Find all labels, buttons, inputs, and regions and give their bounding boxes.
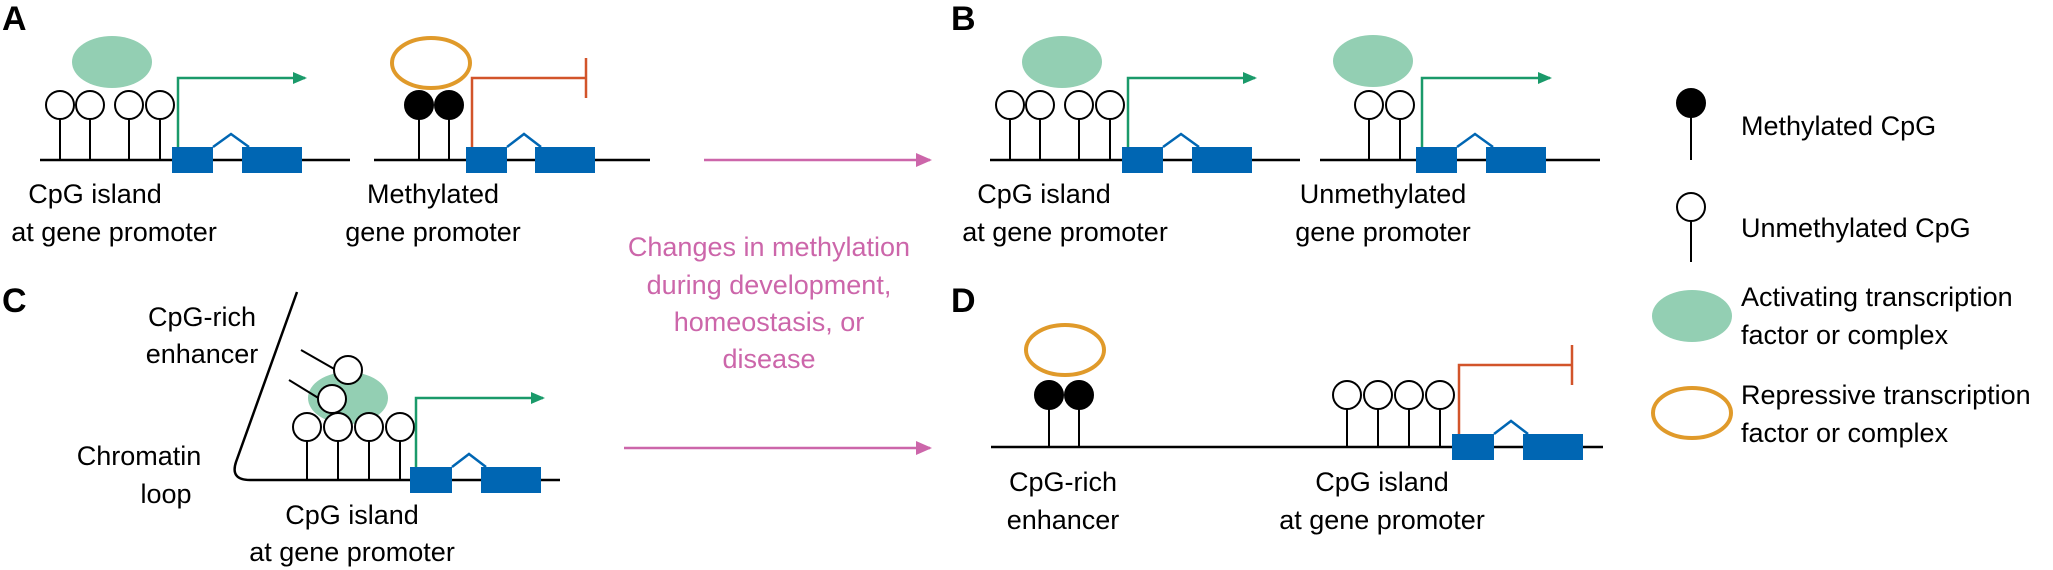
- unmethylated-cpg-cluster: [45, 90, 175, 160]
- chromatin-loop: [233, 291, 560, 482]
- repressor-icon: [1651, 386, 1733, 440]
- legend-item-unmethylated: Unmethylated CpG: [1676, 192, 1971, 262]
- exon-block: [242, 147, 302, 173]
- intron-link: [1493, 419, 1529, 435]
- panel-c-enhancer-label-line2: enhancer: [146, 339, 259, 369]
- active-transcription-arrow: [176, 72, 307, 148]
- exon-block: [1523, 434, 1583, 460]
- panel-b-left-label-line2: at gene promoter: [962, 217, 1168, 247]
- active-transcription-arrow: [414, 392, 545, 468]
- enhancer-unmethylated-cpgs: [288, 349, 363, 414]
- exon-block: [1192, 147, 1252, 173]
- methylated-cpg-icon: [1676, 88, 1706, 118]
- panel-d-promoter-label-line2: at gene promoter: [1279, 505, 1485, 535]
- repressor-ellipse: [390, 36, 472, 90]
- panel-a-right-label-line2: gene promoter: [345, 217, 521, 247]
- methylated-cpg-cluster: [404, 90, 464, 160]
- panel-c-promoter-label-line2: at gene promoter: [249, 537, 455, 567]
- intron-link: [1162, 132, 1200, 149]
- panel-b-right-label-line1: Unmethylated: [1300, 179, 1467, 209]
- panel-letter-d: D: [951, 282, 976, 320]
- activator-ellipse: [1333, 35, 1413, 87]
- panel-c-promoter-label-line1: CpG island: [285, 500, 419, 530]
- legend-unmethylated-label: Unmethylated CpG: [1741, 213, 1971, 243]
- exon-block: [481, 467, 541, 493]
- exon-block: [1416, 147, 1457, 173]
- panel-b-cpg-island-construct: CpG island at gene promoter: [962, 36, 1300, 247]
- intron-link: [506, 132, 542, 148]
- exon-block: [466, 147, 507, 173]
- exon-block: [1122, 147, 1163, 173]
- panel-d-promoter-label-line1: CpG island: [1315, 467, 1449, 497]
- unmethylated-cpg-icon: [1676, 192, 1706, 222]
- activator-icon: [1652, 290, 1732, 342]
- panel-letter-a: A: [2, 0, 27, 38]
- panel-a-left-label-line1: CpG island: [28, 179, 162, 209]
- caption-line2: during development,: [647, 270, 892, 300]
- intron-link: [1456, 132, 1494, 149]
- legend-item-repressive: Repressive transcription factor or compl…: [1651, 380, 2031, 448]
- exon-block: [1486, 147, 1546, 173]
- panel-a-cpg-island-construct: CpG island at gene promoter: [11, 36, 350, 247]
- active-transcription-arrow: [1420, 72, 1552, 148]
- repressor-ellipse: [1024, 323, 1106, 377]
- panel-c: C CpG-rich enhancer Chromatin loop CpG i…: [2, 282, 560, 567]
- panel-b: B CpG island at gene promoter: [951, 0, 1600, 247]
- intron-link: [451, 452, 487, 468]
- panel-c-loop-label-line1: Chromatin: [77, 441, 202, 471]
- legend: Methylated CpG Unmethylated CpG Activati…: [1651, 88, 2031, 448]
- legend-item-activating: Activating transcription factor or compl…: [1652, 282, 2013, 350]
- exon-block: [1452, 434, 1494, 460]
- panel-a-left-label-line2: at gene promoter: [11, 217, 217, 247]
- unmethylated-cpg-cluster: [1354, 90, 1415, 160]
- caption-line4: disease: [722, 344, 815, 374]
- legend-activating-line1: Activating transcription: [1741, 282, 2013, 312]
- activator-ellipse: [1022, 36, 1102, 88]
- unmethylated-cpg-cluster: [995, 90, 1125, 160]
- panel-letter-c: C: [2, 282, 27, 320]
- panel-d-enhancer-label-line1: CpG-rich: [1009, 467, 1117, 497]
- panel-c-loop-label-line2: loop: [140, 479, 191, 509]
- transition-caption: Changes in methylation during developmen…: [628, 232, 910, 374]
- repressed-transcription-arrow: [1457, 363, 1572, 435]
- exon-block: [410, 467, 452, 493]
- panel-a: A CpG island at gene promoter: [2, 0, 650, 247]
- exon-block: [172, 147, 213, 173]
- panel-d: D CpG-rich enhancer CpG island at gene p…: [951, 282, 1603, 535]
- panel-a-right-label-line1: Methylated: [367, 179, 499, 209]
- caption-line1: Changes in methylation: [628, 232, 910, 262]
- repressed-transcription-arrow: [470, 76, 586, 148]
- legend-item-methylated: Methylated CpG: [1676, 88, 1936, 160]
- panel-letter-b: B: [951, 0, 976, 38]
- intron-link: [212, 132, 250, 149]
- panel-b-right-label-line2: gene promoter: [1295, 217, 1471, 247]
- promoter-unmethylated-cpgs: [292, 412, 415, 480]
- panel-b-unmethylated-construct: Unmethylated gene promoter: [1295, 35, 1600, 247]
- legend-activating-line2: factor or complex: [1741, 320, 1949, 350]
- panel-d-enhancer-label-line2: enhancer: [1007, 505, 1120, 535]
- legend-repressive-line2: factor or complex: [1741, 418, 1949, 448]
- caption-line3: homeostasis, or: [674, 307, 865, 337]
- panel-b-left-label-line1: CpG island: [977, 179, 1111, 209]
- panel-c-enhancer-label-line1: CpG-rich: [148, 302, 256, 332]
- panel-a-methylated-construct: Methylated gene promoter: [345, 36, 650, 247]
- enhancer-methylated-cpgs: [1034, 380, 1094, 447]
- promoter-unmethylated-cpgs: [1332, 380, 1455, 447]
- legend-methylated-label: Methylated CpG: [1741, 111, 1936, 141]
- exon-block: [535, 147, 595, 173]
- active-transcription-arrow: [1126, 72, 1257, 148]
- activator-ellipse: [72, 36, 152, 88]
- legend-repressive-line1: Repressive transcription: [1741, 380, 2031, 410]
